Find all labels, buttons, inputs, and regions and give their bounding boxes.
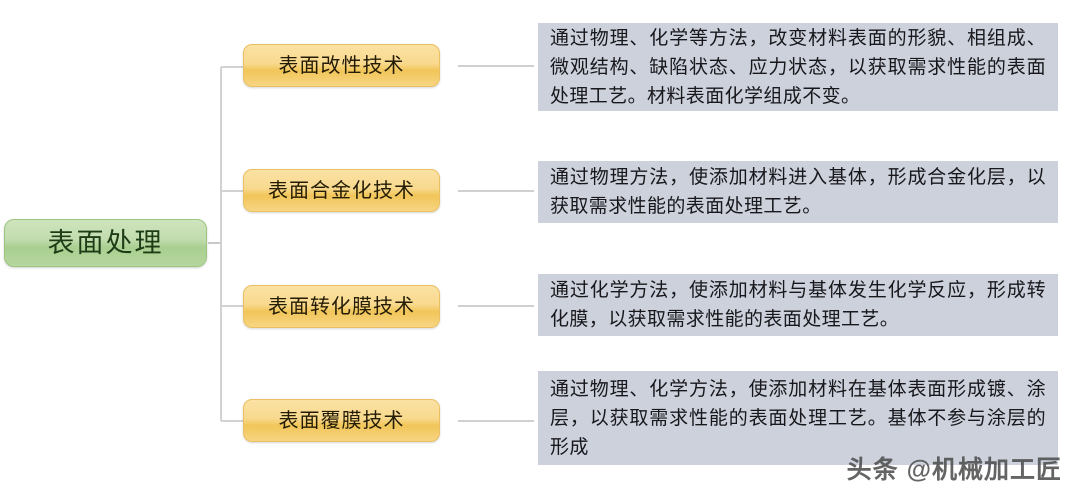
watermark-label: 头条 @机械加工匠 bbox=[846, 456, 1062, 484]
branch-node-conversion-coating[interactable]: 表面转化膜技术 bbox=[243, 285, 440, 328]
connector-bracket-vertical bbox=[220, 67, 222, 421]
description-box-surface-alloying: 通过物理方法，使添加材料进入基体，形成合金化层，以获取需求性能的表面处理工艺。 bbox=[538, 161, 1058, 223]
connector-branch-stub-3 bbox=[221, 305, 244, 307]
root-node-label: 表面处理 bbox=[47, 227, 164, 258]
branch-node-label: 表面转化膜技术 bbox=[268, 295, 415, 318]
branch-node-label: 表面覆膜技术 bbox=[278, 409, 405, 432]
connector-branch-stub-4 bbox=[221, 420, 244, 422]
connector-leaf-link-2 bbox=[458, 190, 534, 192]
description-text: 通过化学方法，使添加材料与基体发生化学反应，形成转化膜，以获取需求性能的表面处理… bbox=[550, 280, 1046, 330]
description-text: 通过物理、化学方法，使添加材料在基体表面形成镀、涂层，以获取需求性能的表面处理工… bbox=[550, 378, 1046, 458]
description-text: 通过物理方法，使添加材料进入基体，形成合金化层，以获取需求性能的表面处理工艺。 bbox=[550, 167, 1046, 217]
branch-node-label: 表面合金化技术 bbox=[268, 179, 415, 202]
description-box-surface-modification: 通过物理、化学等方法，改变材料表面的形貌、相组成、微观结构、缺陷状态、应力状态，… bbox=[538, 23, 1058, 111]
connector-leaf-link-4 bbox=[458, 420, 534, 422]
branch-node-label: 表面改性技术 bbox=[278, 54, 405, 77]
connector-leaf-link-1 bbox=[458, 65, 534, 67]
branch-node-surface-modification[interactable]: 表面改性技术 bbox=[243, 44, 440, 87]
description-box-surface-film: 通过物理、化学方法，使添加材料在基体表面形成镀、涂层，以获取需求性能的表面处理工… bbox=[538, 371, 1058, 465]
branch-node-surface-alloying[interactable]: 表面合金化技术 bbox=[243, 169, 440, 212]
connector-branch-stub-1 bbox=[221, 66, 244, 68]
description-text: 通过物理、化学等方法，改变材料表面的形貌、相组成、微观结构、缺陷状态、应力状态，… bbox=[550, 27, 1046, 107]
connector-branch-stub-2 bbox=[221, 190, 244, 192]
root-node-surface-treatment[interactable]: 表面处理 bbox=[4, 219, 207, 267]
description-box-conversion-coating: 通过化学方法，使添加材料与基体发生化学反应，形成转化膜，以获取需求性能的表面处理… bbox=[538, 274, 1058, 336]
connector-root-stub bbox=[208, 242, 221, 244]
branch-node-surface-film[interactable]: 表面覆膜技术 bbox=[243, 399, 440, 442]
connector-leaf-link-3 bbox=[458, 305, 534, 307]
